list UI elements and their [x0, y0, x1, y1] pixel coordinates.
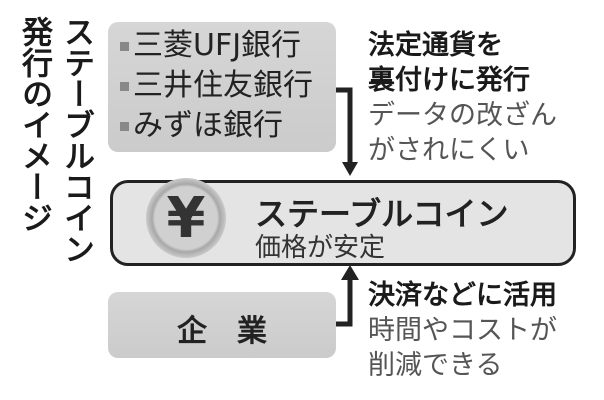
- bank-name: 三井住友銀行: [133, 68, 313, 103]
- top-note: 法定通貨を 裏付けに発行 データの改ざん がされにくい: [368, 28, 557, 168]
- bullet-icon: [120, 81, 129, 91]
- title-line2: 発行のイメージ: [16, 16, 52, 233]
- yen-symbol: ¥: [166, 186, 206, 251]
- company-box: 企 業: [108, 292, 336, 358]
- stablecoin-title: ステーブルコイン: [255, 195, 509, 233]
- note-sub: 時間やコストが: [368, 315, 557, 346]
- bottom-note: 決済などに活用 時間やコストが 削減できる: [368, 278, 557, 383]
- note-sub: データの改ざん: [368, 100, 557, 131]
- arrow-down-icon: [336, 87, 358, 176]
- arrow-up-icon: [336, 265, 359, 327]
- note-main: 法定通貨を: [368, 30, 503, 61]
- banks-box: 三菱UFJ銀行 三井住友銀行 みずほ銀行: [108, 22, 336, 152]
- note-main: 裏付けに発行: [368, 65, 530, 96]
- yen-coin-icon: ¥: [146, 178, 226, 258]
- bullet-icon: [120, 121, 129, 131]
- bank-item: みずほ銀行: [120, 108, 283, 144]
- bullet-icon: [120, 41, 129, 51]
- bank-item: 三井住友銀行: [120, 68, 313, 104]
- stablecoin-desc: 価格が安定: [255, 233, 386, 263]
- bank-item: 三菱UFJ銀行: [120, 28, 301, 64]
- title-line1: ステーブルコイン: [58, 16, 94, 264]
- company-label: 企 業: [177, 314, 267, 349]
- note-sub: がされにくい: [368, 135, 530, 166]
- bank-name: 三菱UFJ銀行: [133, 28, 302, 63]
- note-sub: 削減できる: [368, 350, 503, 381]
- bank-name: みずほ銀行: [133, 108, 283, 143]
- note-main: 決済などに活用: [368, 280, 557, 311]
